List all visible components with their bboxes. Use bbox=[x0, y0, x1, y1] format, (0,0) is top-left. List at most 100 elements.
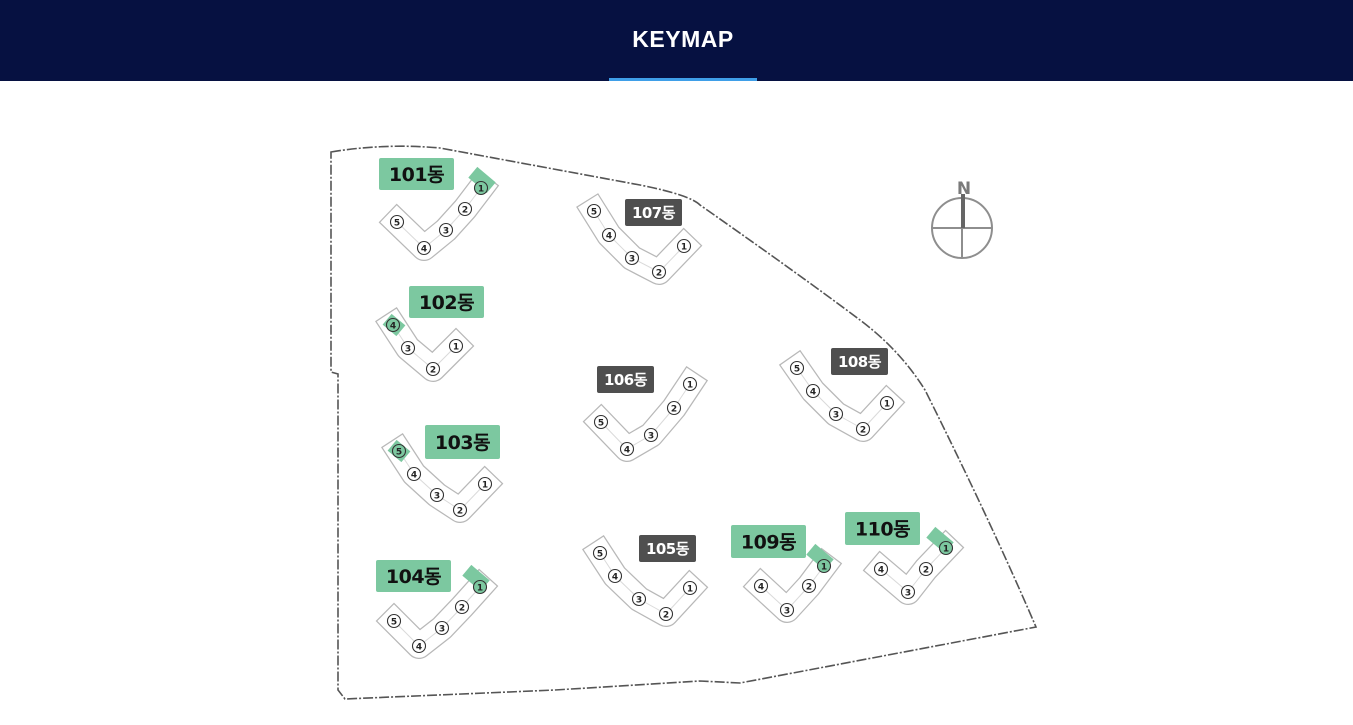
unit-107-4[interactable]: 4 bbox=[601, 227, 617, 243]
unit-105-1[interactable]: 1 bbox=[682, 580, 698, 596]
building-label-109[interactable]: 109동 bbox=[731, 525, 806, 558]
unit-marker bbox=[416, 240, 432, 256]
unit-marker bbox=[454, 599, 470, 615]
unit-number: 4 bbox=[421, 244, 427, 254]
unit-marker bbox=[586, 203, 602, 219]
unit-number: 3 bbox=[439, 624, 445, 634]
unit-101-3[interactable]: 3 bbox=[438, 222, 454, 238]
unit-number: 1 bbox=[453, 342, 459, 352]
unit-marker bbox=[682, 580, 698, 596]
building-101[interactable]: 123 4 5 101동 bbox=[378, 158, 500, 261]
building-label-110[interactable]: 110동 bbox=[845, 512, 920, 545]
unit-number: 5 bbox=[396, 447, 402, 457]
unit-106-2[interactable]: 2 bbox=[666, 400, 682, 416]
unit-105-2[interactable]: 2 bbox=[658, 606, 674, 622]
unit-108-3[interactable]: 3 bbox=[828, 406, 844, 422]
building-label-105[interactable]: 105동 bbox=[639, 535, 696, 562]
unit-marker bbox=[457, 201, 473, 217]
unit-103-3[interactable]: 3 bbox=[429, 487, 445, 503]
unit-104-4[interactable]: 4 bbox=[411, 638, 427, 654]
unit-number: 1 bbox=[482, 480, 488, 490]
building-label-102[interactable]: 102동 bbox=[409, 286, 484, 318]
unit-102-3[interactable]: 3 bbox=[400, 340, 416, 356]
building-110[interactable]: 1 234 110동 bbox=[845, 512, 965, 605]
unit-106-5[interactable]: 5 bbox=[593, 414, 609, 430]
unit-110-4[interactable]: 4 bbox=[873, 561, 889, 577]
building-label-box bbox=[379, 158, 454, 190]
unit-108-2[interactable]: 2 bbox=[855, 421, 871, 437]
unit-104-1[interactable]: 1 bbox=[472, 579, 488, 595]
building-label-106[interactable]: 106동 bbox=[597, 366, 654, 393]
building-102[interactable]: 1 23 4 102동 bbox=[375, 286, 484, 382]
unit-106-4[interactable]: 4 bbox=[619, 441, 635, 457]
building-label-104[interactable]: 104동 bbox=[376, 560, 451, 592]
unit-marker bbox=[452, 502, 468, 518]
unit-102-2[interactable]: 2 bbox=[425, 361, 441, 377]
unit-109-1[interactable]: 1 bbox=[816, 558, 832, 574]
unit-marker bbox=[607, 568, 623, 584]
tab-keymap[interactable]: KEYMAP bbox=[609, 0, 757, 81]
unit-104-2[interactable]: 2 bbox=[454, 599, 470, 615]
unit-107-1[interactable]: 1 bbox=[676, 238, 692, 254]
unit-101-2[interactable]: 2 bbox=[457, 201, 473, 217]
unit-107-5[interactable]: 5 bbox=[586, 203, 602, 219]
unit-107-3[interactable]: 3 bbox=[624, 250, 640, 266]
building-label-box bbox=[731, 525, 806, 558]
unit-101-5[interactable]: 5 bbox=[389, 214, 405, 230]
unit-101-1[interactable]: 1 bbox=[473, 180, 489, 196]
building-label-101[interactable]: 101동 bbox=[379, 158, 454, 190]
unit-106-1[interactable]: 1 bbox=[682, 376, 698, 392]
unit-110-3[interactable]: 3 bbox=[900, 584, 916, 600]
unit-marker bbox=[676, 238, 692, 254]
unit-number: 1 bbox=[687, 380, 693, 390]
unit-marker bbox=[473, 180, 489, 196]
unit-105-5[interactable]: 5 bbox=[592, 545, 608, 561]
unit-105-3[interactable]: 3 bbox=[631, 591, 647, 607]
unit-103-1[interactable]: 1 bbox=[477, 476, 493, 492]
unit-110-2[interactable]: 2 bbox=[918, 561, 934, 577]
unit-108-1[interactable]: 1 bbox=[879, 395, 895, 411]
unit-marker bbox=[753, 578, 769, 594]
unit-number: 1 bbox=[821, 562, 827, 572]
building-label-text: 106동 bbox=[604, 371, 648, 389]
unit-103-5[interactable]: 5 bbox=[391, 443, 407, 459]
unit-108-4[interactable]: 4 bbox=[805, 383, 821, 399]
unit-102-4[interactable]: 4 bbox=[385, 317, 401, 333]
unit-105-4[interactable]: 4 bbox=[607, 568, 623, 584]
unit-109-2[interactable]: 2 bbox=[801, 578, 817, 594]
unit-102-1[interactable]: 1 bbox=[448, 338, 464, 354]
building-label-108[interactable]: 108동 bbox=[831, 348, 888, 375]
unit-number: 1 bbox=[943, 544, 949, 554]
unit-110-1[interactable]: 1 bbox=[938, 540, 954, 556]
unit-104-5[interactable]: 5 bbox=[386, 613, 402, 629]
unit-number: 2 bbox=[462, 205, 468, 215]
unit-marker bbox=[391, 443, 407, 459]
unit-109-3[interactable]: 3 bbox=[779, 602, 795, 618]
unit-106-3[interactable]: 3 bbox=[643, 427, 659, 443]
unit-103-2[interactable]: 2 bbox=[452, 502, 468, 518]
unit-109-4[interactable]: 4 bbox=[753, 578, 769, 594]
unit-107-2[interactable]: 2 bbox=[651, 264, 667, 280]
building-label-107[interactable]: 107동 bbox=[625, 199, 682, 226]
unit-marker bbox=[425, 361, 441, 377]
unit-marker bbox=[855, 421, 871, 437]
unit-103-4[interactable]: 4 bbox=[406, 466, 422, 482]
unit-104-3[interactable]: 3 bbox=[434, 620, 450, 636]
unit-marker bbox=[658, 606, 674, 622]
unit-101-4[interactable]: 4 bbox=[416, 240, 432, 256]
unit-marker bbox=[389, 214, 405, 230]
unit-marker bbox=[434, 620, 450, 636]
unit-number: 2 bbox=[923, 565, 929, 575]
unit-marker bbox=[438, 222, 454, 238]
unit-108-5[interactable]: 5 bbox=[789, 360, 805, 376]
building-label-103[interactable]: 103동 bbox=[425, 425, 500, 459]
building-104[interactable]: 123 45 104동 bbox=[375, 560, 499, 659]
unit-marker bbox=[643, 427, 659, 443]
